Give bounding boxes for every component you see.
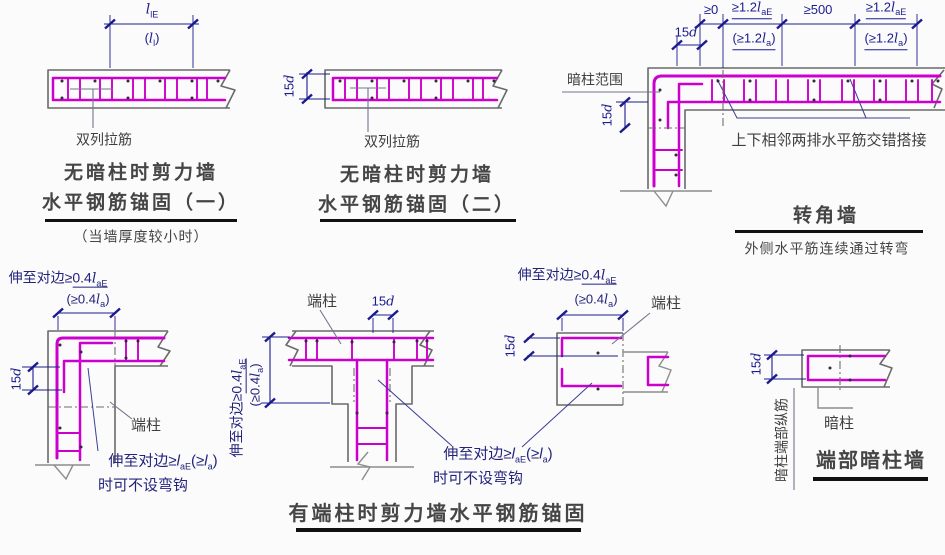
d5-main-title: 有端柱时剪力墙水平钢筋锚固 bbox=[288, 503, 588, 525]
d2-wall-no-column-2 bbox=[299, 68, 508, 132]
d3-dim-12lae-left: ≥1.2laE bbox=[731, 0, 773, 20]
d5-dim-15d: 15d bbox=[371, 293, 395, 310]
d1-subtitle: （当墙厚度较小时） bbox=[73, 228, 209, 245]
d3-paren-12la-right: (≥1.2la) bbox=[864, 31, 908, 51]
d4-reach-far-side-label: 伸至对边≥0.4laE bbox=[8, 269, 108, 289]
d6-no-hook-note-line1: 伸至对边≥laE(≥la) bbox=[443, 445, 553, 465]
d7-end-concealed-column-wall bbox=[764, 345, 893, 490]
d4-reach-paren: (≥0.4la) bbox=[66, 291, 110, 309]
d2-title-line1: 无暗柱时剪力墙 bbox=[339, 164, 495, 186]
d7-concealed-column-label: 暗柱 bbox=[823, 414, 855, 432]
d4-end-column-corner bbox=[22, 307, 171, 481]
d3-paren-12la-left: (≥1.2la) bbox=[732, 31, 776, 51]
d4-end-column-label: 端柱 bbox=[130, 416, 162, 434]
d6-end-column-section bbox=[521, 309, 672, 448]
d7-edge-longitudinal-bar-label: 暗柱端部纵筋 bbox=[773, 398, 790, 482]
d7-dim-15d: 15d bbox=[748, 352, 765, 376]
d6-reach-paren: (≥0.4la) bbox=[574, 291, 618, 309]
d2-dim-15d: 15d bbox=[281, 74, 298, 98]
d4-no-hook-note-line2: 时可不设弯钩 bbox=[97, 476, 189, 494]
d1-dim-lap-length-paren: (ll) bbox=[144, 30, 160, 48]
d1-title-underline bbox=[45, 219, 237, 223]
d3-bar-dots bbox=[658, 79, 940, 177]
d1-dim-lap-length: llE bbox=[145, 1, 159, 20]
d3-dim-ge500: ≥500 bbox=[803, 1, 833, 17]
d2-title-line2: 水平钢筋锚固（二） bbox=[317, 194, 517, 216]
d6-reach-far-side-label: 伸至对边≥0.4laE bbox=[517, 266, 617, 286]
d2-double-row-tie-label: 双列拉筋 bbox=[364, 133, 420, 150]
d6-dim-15d: 15d bbox=[502, 334, 519, 358]
d3-corner-wall bbox=[562, 14, 945, 208]
d1-wall-no-column-1 bbox=[47, 15, 236, 128]
d3-title-underline bbox=[735, 230, 923, 234]
d5-main-title-underline bbox=[296, 528, 581, 532]
d1-double-row-tie-label: 双列拉筋 bbox=[76, 131, 132, 148]
d3-tie-bars bbox=[711, 79, 933, 102]
d3-dim-ge0: ≥0 bbox=[703, 1, 719, 17]
d4-no-hook-note-line1: 伸至对边≥laE(≥la) bbox=[108, 452, 218, 472]
d3-dim-15d-left: 15d bbox=[599, 103, 616, 127]
d6-no-hook-note-line2: 时可不设弯钩 bbox=[432, 469, 524, 487]
d1-title-line2: 水平钢筋锚固（一） bbox=[41, 192, 241, 214]
d5-reach-far-side-label-rotated: 伸至对边≥0.4laE bbox=[228, 358, 248, 458]
d2-title-underline bbox=[320, 219, 516, 223]
d7-title: 端部暗柱墙 bbox=[816, 450, 926, 472]
d2-bar-dots bbox=[338, 79, 496, 100]
d6-end-column-label: 端柱 bbox=[650, 294, 682, 312]
d3-title: 转角墙 bbox=[792, 205, 860, 227]
d3-concealed-column-range-label: 暗柱范围 bbox=[567, 71, 623, 88]
d5-end-column-label: 端柱 bbox=[306, 292, 338, 310]
d2-tie-bars bbox=[344, 78, 484, 101]
d4-dim-15d: 15d bbox=[8, 367, 25, 391]
d3-dim-15d-top: 15d bbox=[674, 24, 698, 41]
d7-title-underline bbox=[813, 477, 928, 481]
d3-dim-12lae-right: ≥1.2laE bbox=[865, 0, 907, 20]
d3-staggered-lap-note: 上下相邻两排水平筋交错搭接 bbox=[731, 131, 927, 149]
d1-title-line1: 无暗柱时剪力墙 bbox=[63, 162, 219, 184]
d5-end-column-tee bbox=[262, 309, 453, 481]
d3-subtitle: 外侧水平筋连续通过转弯 bbox=[744, 240, 910, 257]
d5-reach-paren-rotated: (≥0.4la) bbox=[247, 363, 265, 407]
